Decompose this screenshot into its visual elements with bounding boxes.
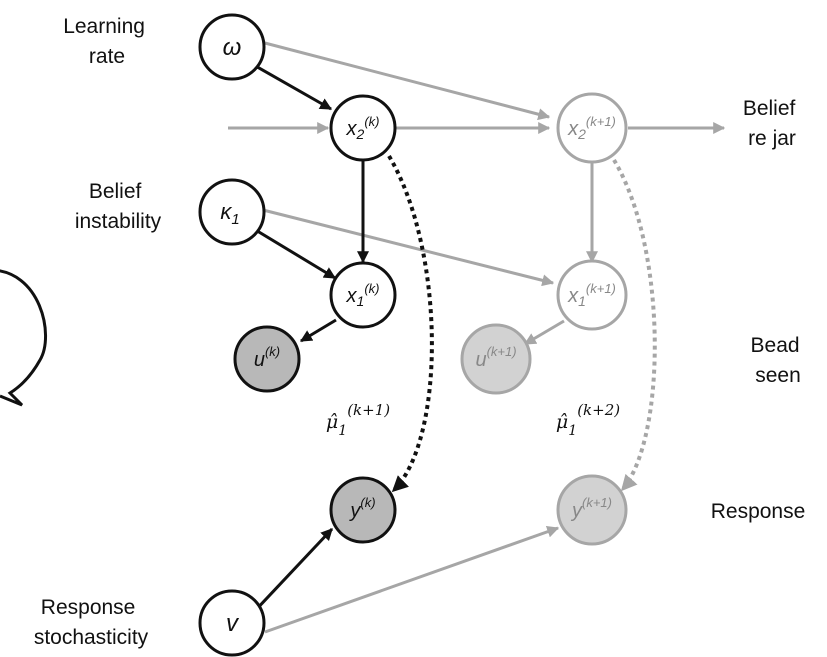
svg-text:u(k+1): u(k+1) — [475, 344, 516, 371]
edges-current-trial — [250, 62, 369, 616]
nu-symbol: v — [226, 610, 240, 637]
node-y-k: y(k) — [329, 476, 397, 544]
x2-k-sub: 2 — [356, 126, 365, 142]
x1-k1-sup: (k+1) — [586, 281, 616, 296]
node-nu: v — [198, 589, 266, 657]
response-line-1: Response — [711, 500, 806, 523]
edge-kappa-to-x1-next — [262, 208, 555, 287]
edge-x1-to-u — [299, 318, 337, 343]
x2-k-sup: (k) — [364, 114, 379, 129]
node-x2-k: x2(k) — [329, 94, 397, 162]
svg-text:u(k): u(k) — [254, 344, 280, 371]
x2-k1-sub: 2 — [577, 126, 586, 142]
kappa-symbol: κ — [220, 199, 232, 224]
svg-text:y(k): y(k) — [348, 495, 375, 522]
belief-re-jar-line-2: re jar — [748, 127, 796, 150]
mu-k1-base: μ̂ — [326, 411, 338, 433]
edge-x1-next-to-u-next — [523, 319, 565, 346]
mu-k2-base: μ̂ — [556, 411, 568, 433]
belief-re-jar-line-1: Belief — [743, 97, 796, 120]
svg-text:x1(k): x1(k) — [346, 281, 380, 309]
edge-omega-to-x2 — [251, 62, 333, 111]
label-learning-rate: Learning rate — [63, 15, 151, 68]
node-omega: ω — [198, 13, 266, 81]
x2-k-base: x — [346, 118, 358, 140]
belief-instability-line-1: Belief — [89, 180, 142, 203]
svg-text:x1(k+1): x1(k+1) — [567, 281, 616, 309]
learning-rate-line-1: Learning — [63, 15, 145, 38]
y-k-sup: (k) — [360, 495, 375, 510]
label-response: Response — [711, 500, 806, 523]
svg-text:ω: ω — [223, 34, 242, 61]
speech-bubble-fragment — [0, 269, 48, 407]
edges-next-trial — [228, 40, 726, 634]
prediction-label-k2: μ̂1(k+2) — [556, 401, 620, 439]
learning-rate-line-2: rate — [89, 45, 125, 68]
node-u-k1: u(k+1) — [460, 323, 532, 395]
prediction-arrow — [387, 154, 434, 493]
bead-seen-line-2: seen — [755, 364, 801, 387]
u-k1-sup: (k+1) — [487, 344, 517, 359]
mu-k1-sub: 1 — [338, 423, 347, 439]
svg-text:x2(k+1): x2(k+1) — [567, 114, 616, 142]
node-y-k1: y(k+1) — [556, 474, 628, 546]
svg-text:y(k+1): y(k+1) — [570, 495, 612, 522]
node-x2-k1: x2(k+1) — [556, 92, 628, 164]
svg-text:κ1: κ1 — [220, 199, 239, 228]
mu-k2-sup: (k+2) — [577, 401, 620, 419]
label-bead-seen: Bead seen — [751, 334, 806, 387]
node-u-k: u(k) — [233, 325, 301, 393]
prediction-arrow-next — [612, 158, 657, 492]
mu-k2-sub: 1 — [568, 423, 577, 439]
label-belief-instability: Belief instability — [75, 180, 162, 233]
prediction-label-k1: μ̂1(k+1) — [326, 401, 390, 439]
bead-seen-line-1: Bead — [751, 334, 800, 357]
edge-nu-to-y — [250, 527, 334, 616]
y-k-base: y — [348, 500, 361, 522]
svg-text:v: v — [226, 610, 240, 637]
node-x1-k1: x1(k+1) — [556, 259, 628, 331]
y-k1-base: y — [570, 500, 583, 522]
edge-kappa-to-x1 — [253, 227, 337, 280]
svg-text:x2(k): x2(k) — [346, 114, 380, 142]
mu-k1-sup: (k+1) — [347, 401, 390, 419]
omega-symbol: ω — [223, 34, 242, 61]
belief-instability-line-2: instability — [75, 210, 162, 233]
node-kappa: κ1 — [198, 178, 266, 246]
response-stochasticity-line-1: Response — [41, 596, 136, 619]
response-stochasticity-line-2: stochasticity — [34, 626, 149, 649]
u-k1-base: u — [475, 349, 486, 371]
u-k-sup: (k) — [265, 344, 280, 359]
label-belief-re-jar: Belief re jar — [743, 97, 801, 150]
x2-k1-base: x — [567, 118, 579, 140]
x1-k-sup: (k) — [364, 281, 379, 296]
x1-k1-base: x — [567, 285, 579, 307]
node-x1-k: x1(k) — [329, 261, 397, 329]
edge-omega-to-x2-next — [260, 40, 551, 121]
x1-k-base: x — [346, 285, 358, 307]
x1-k-sub: 1 — [357, 293, 365, 309]
x1-k1-sub: 1 — [578, 293, 586, 309]
x2-k1-sup: (k+1) — [586, 114, 616, 129]
kappa-sub: 1 — [231, 211, 239, 228]
y-k1-sup: (k+1) — [582, 495, 612, 510]
label-response-stochasticity: Response stochasticity — [34, 596, 149, 649]
u-k-base: u — [254, 349, 265, 371]
edge-nu-to-y-next — [264, 525, 560, 634]
